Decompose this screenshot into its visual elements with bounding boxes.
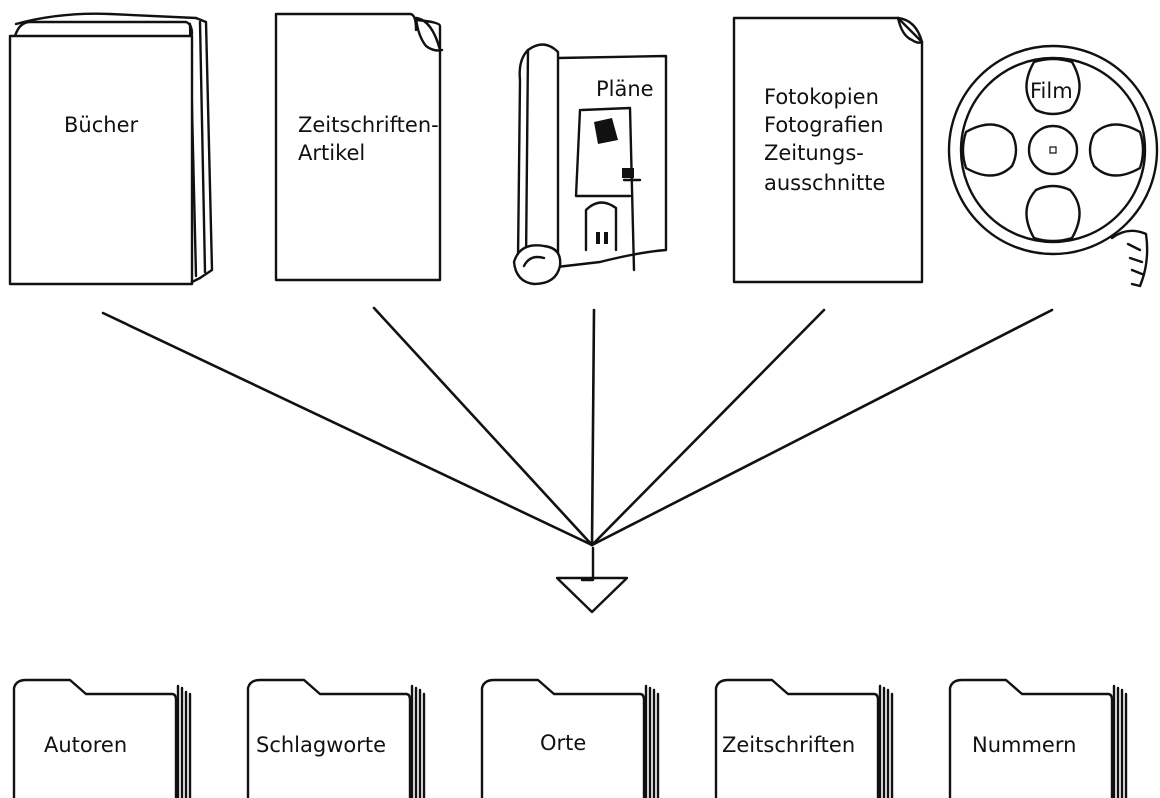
- book-icon: [8, 12, 214, 286]
- label-plans: Pläne: [596, 77, 654, 101]
- label-photos-2: Fotografien: [764, 113, 884, 137]
- label-articles-1: Zeitschriften-: [298, 113, 439, 137]
- label-books: Bücher: [64, 113, 138, 137]
- catalog-label-authors: Autoren: [44, 733, 127, 757]
- converging-lines: [101, 306, 1054, 547]
- catalog-label-places: Orte: [540, 731, 586, 755]
- down-arrow-icon: [555, 546, 629, 614]
- label-film: Film: [1030, 79, 1073, 103]
- label-photos-1: Fotokopien: [764, 85, 879, 109]
- label-photos-4: ausschnitte: [764, 171, 885, 195]
- scroll-plan-icon: [512, 43, 668, 286]
- catalog-folder-5: [948, 678, 1128, 798]
- catalog-folder-2: [246, 678, 426, 798]
- catalog-folder-1: [12, 678, 192, 798]
- catalog-label-keywords: Schlagworte: [256, 733, 386, 757]
- catalog-folder-3: [480, 678, 660, 798]
- document-icon: [732, 16, 924, 284]
- catalog-folder-4: [714, 678, 894, 798]
- film-reel-icon: [947, 44, 1159, 288]
- catalog-label-journals: Zeitschriften: [722, 733, 855, 757]
- label-articles-2: Artikel: [298, 141, 365, 165]
- catalog-label-numbers: Nummern: [972, 733, 1076, 757]
- label-photos-3: Zeitungs-: [764, 141, 864, 165]
- document-icon: [274, 12, 444, 282]
